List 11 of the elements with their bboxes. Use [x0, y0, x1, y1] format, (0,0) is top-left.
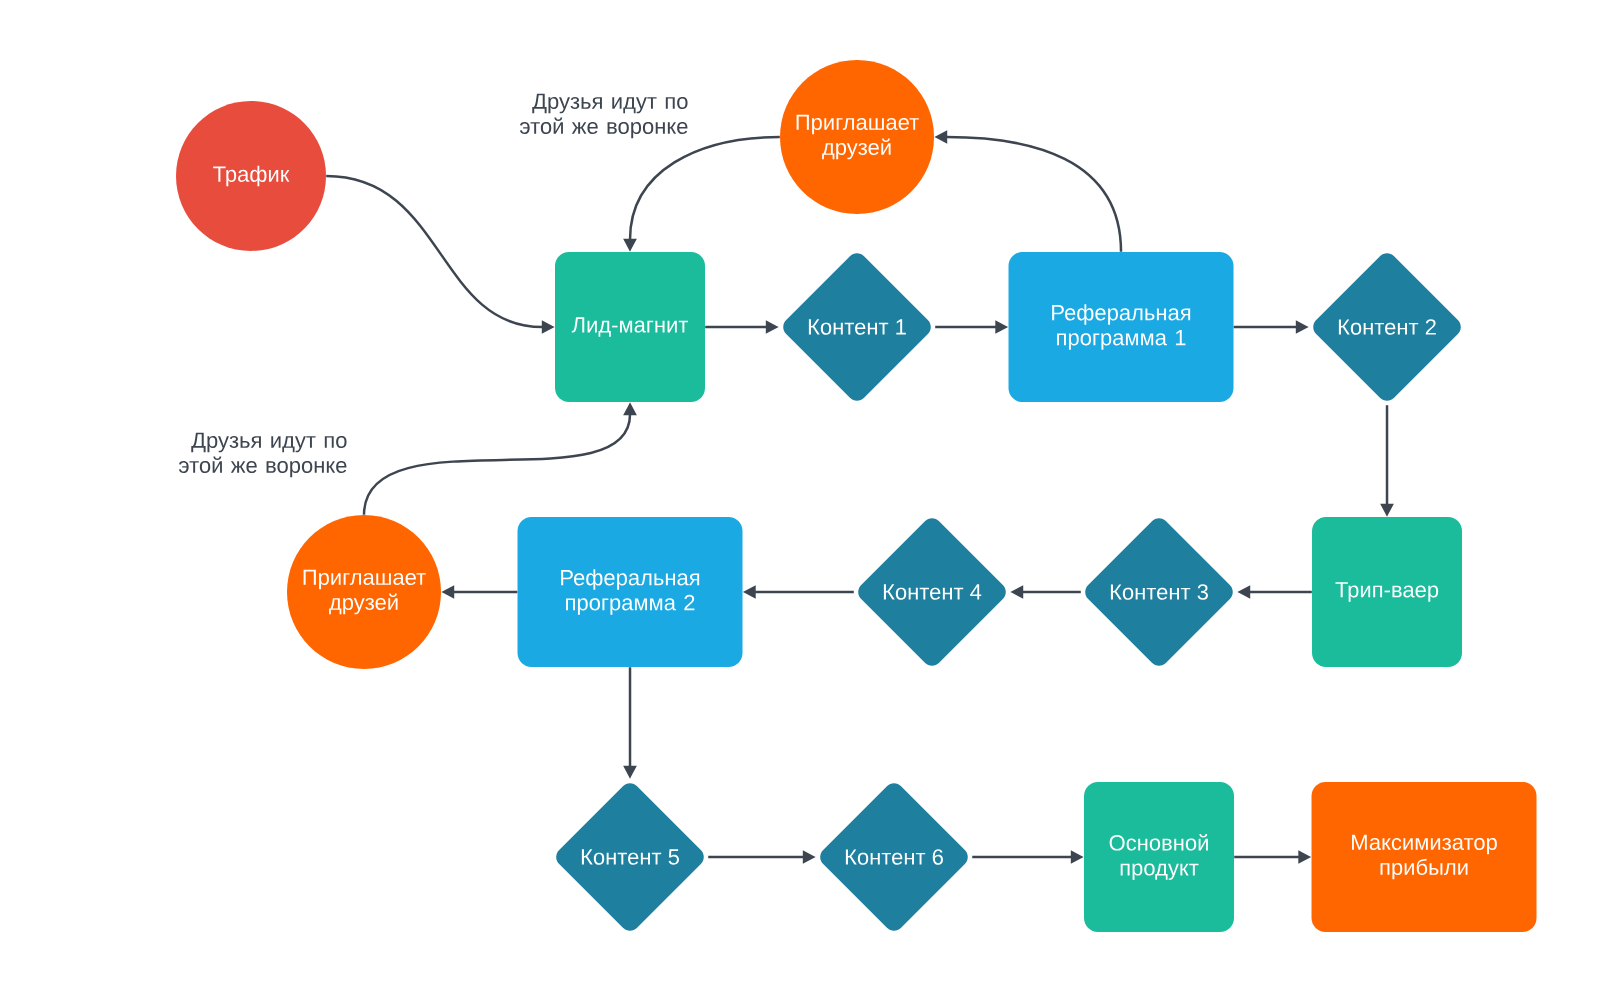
- circle-node: Приглашает друзей: [780, 60, 934, 214]
- process-box: Реферальная программа 1: [1008, 252, 1234, 402]
- process-box: Реферальная программа 2: [517, 517, 743, 667]
- process-box: Трип-ваер: [1312, 517, 1462, 667]
- process-box: Лид-магнит: [555, 252, 705, 402]
- circle-node: Приглашает друзей: [287, 515, 441, 669]
- process-box: Максимизатор прибыли: [1311, 782, 1537, 932]
- circle-node: Трафик: [176, 101, 326, 251]
- process-box: Основной продукт: [1084, 782, 1234, 932]
- note-text: Друзья идут по этой же воронке: [178, 432, 347, 478]
- note-text: Друзья идут по этой же воронке: [519, 93, 688, 139]
